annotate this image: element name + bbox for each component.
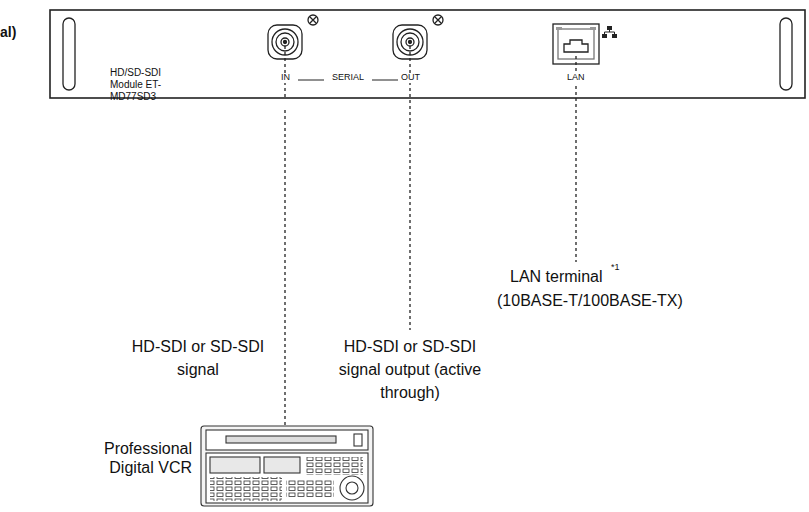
terminal-name: LAN (565, 73, 587, 83)
terminal-name: SERIAL (330, 73, 366, 83)
figure-tag: al) (0, 22, 16, 42)
signal-cable (284, 107, 285, 425)
module-name: HD/SD-SDI Module ET-MD77SD3 (110, 67, 172, 103)
signal-note: LAN terminal (510, 265, 602, 288)
vcr-illustration (201, 426, 373, 506)
module-panel: HD/SD-SDI Module ET-MD77SD3 (50, 10, 805, 107)
bnc-connector (268, 15, 318, 59)
footnote-mark: *1 (611, 263, 620, 273)
terminal-name: OUT (399, 73, 422, 83)
signal-note: HD-SDI or SD-SDI signal (118, 335, 278, 381)
bnc-connector (393, 15, 443, 59)
device-name: Professional Digital VCR (84, 439, 192, 477)
vcr-device: Professional Digital VCR (200, 425, 375, 508)
network-icon (602, 26, 617, 38)
signal-note: HD-SDI or SD-SDI signal output (active t… (330, 335, 490, 405)
signal-leader (285, 46, 576, 330)
module-panel (50, 10, 805, 98)
terminal-name: IN (279, 73, 292, 83)
signal-note: (10BASE-T/100BASE-TX) (497, 289, 683, 312)
